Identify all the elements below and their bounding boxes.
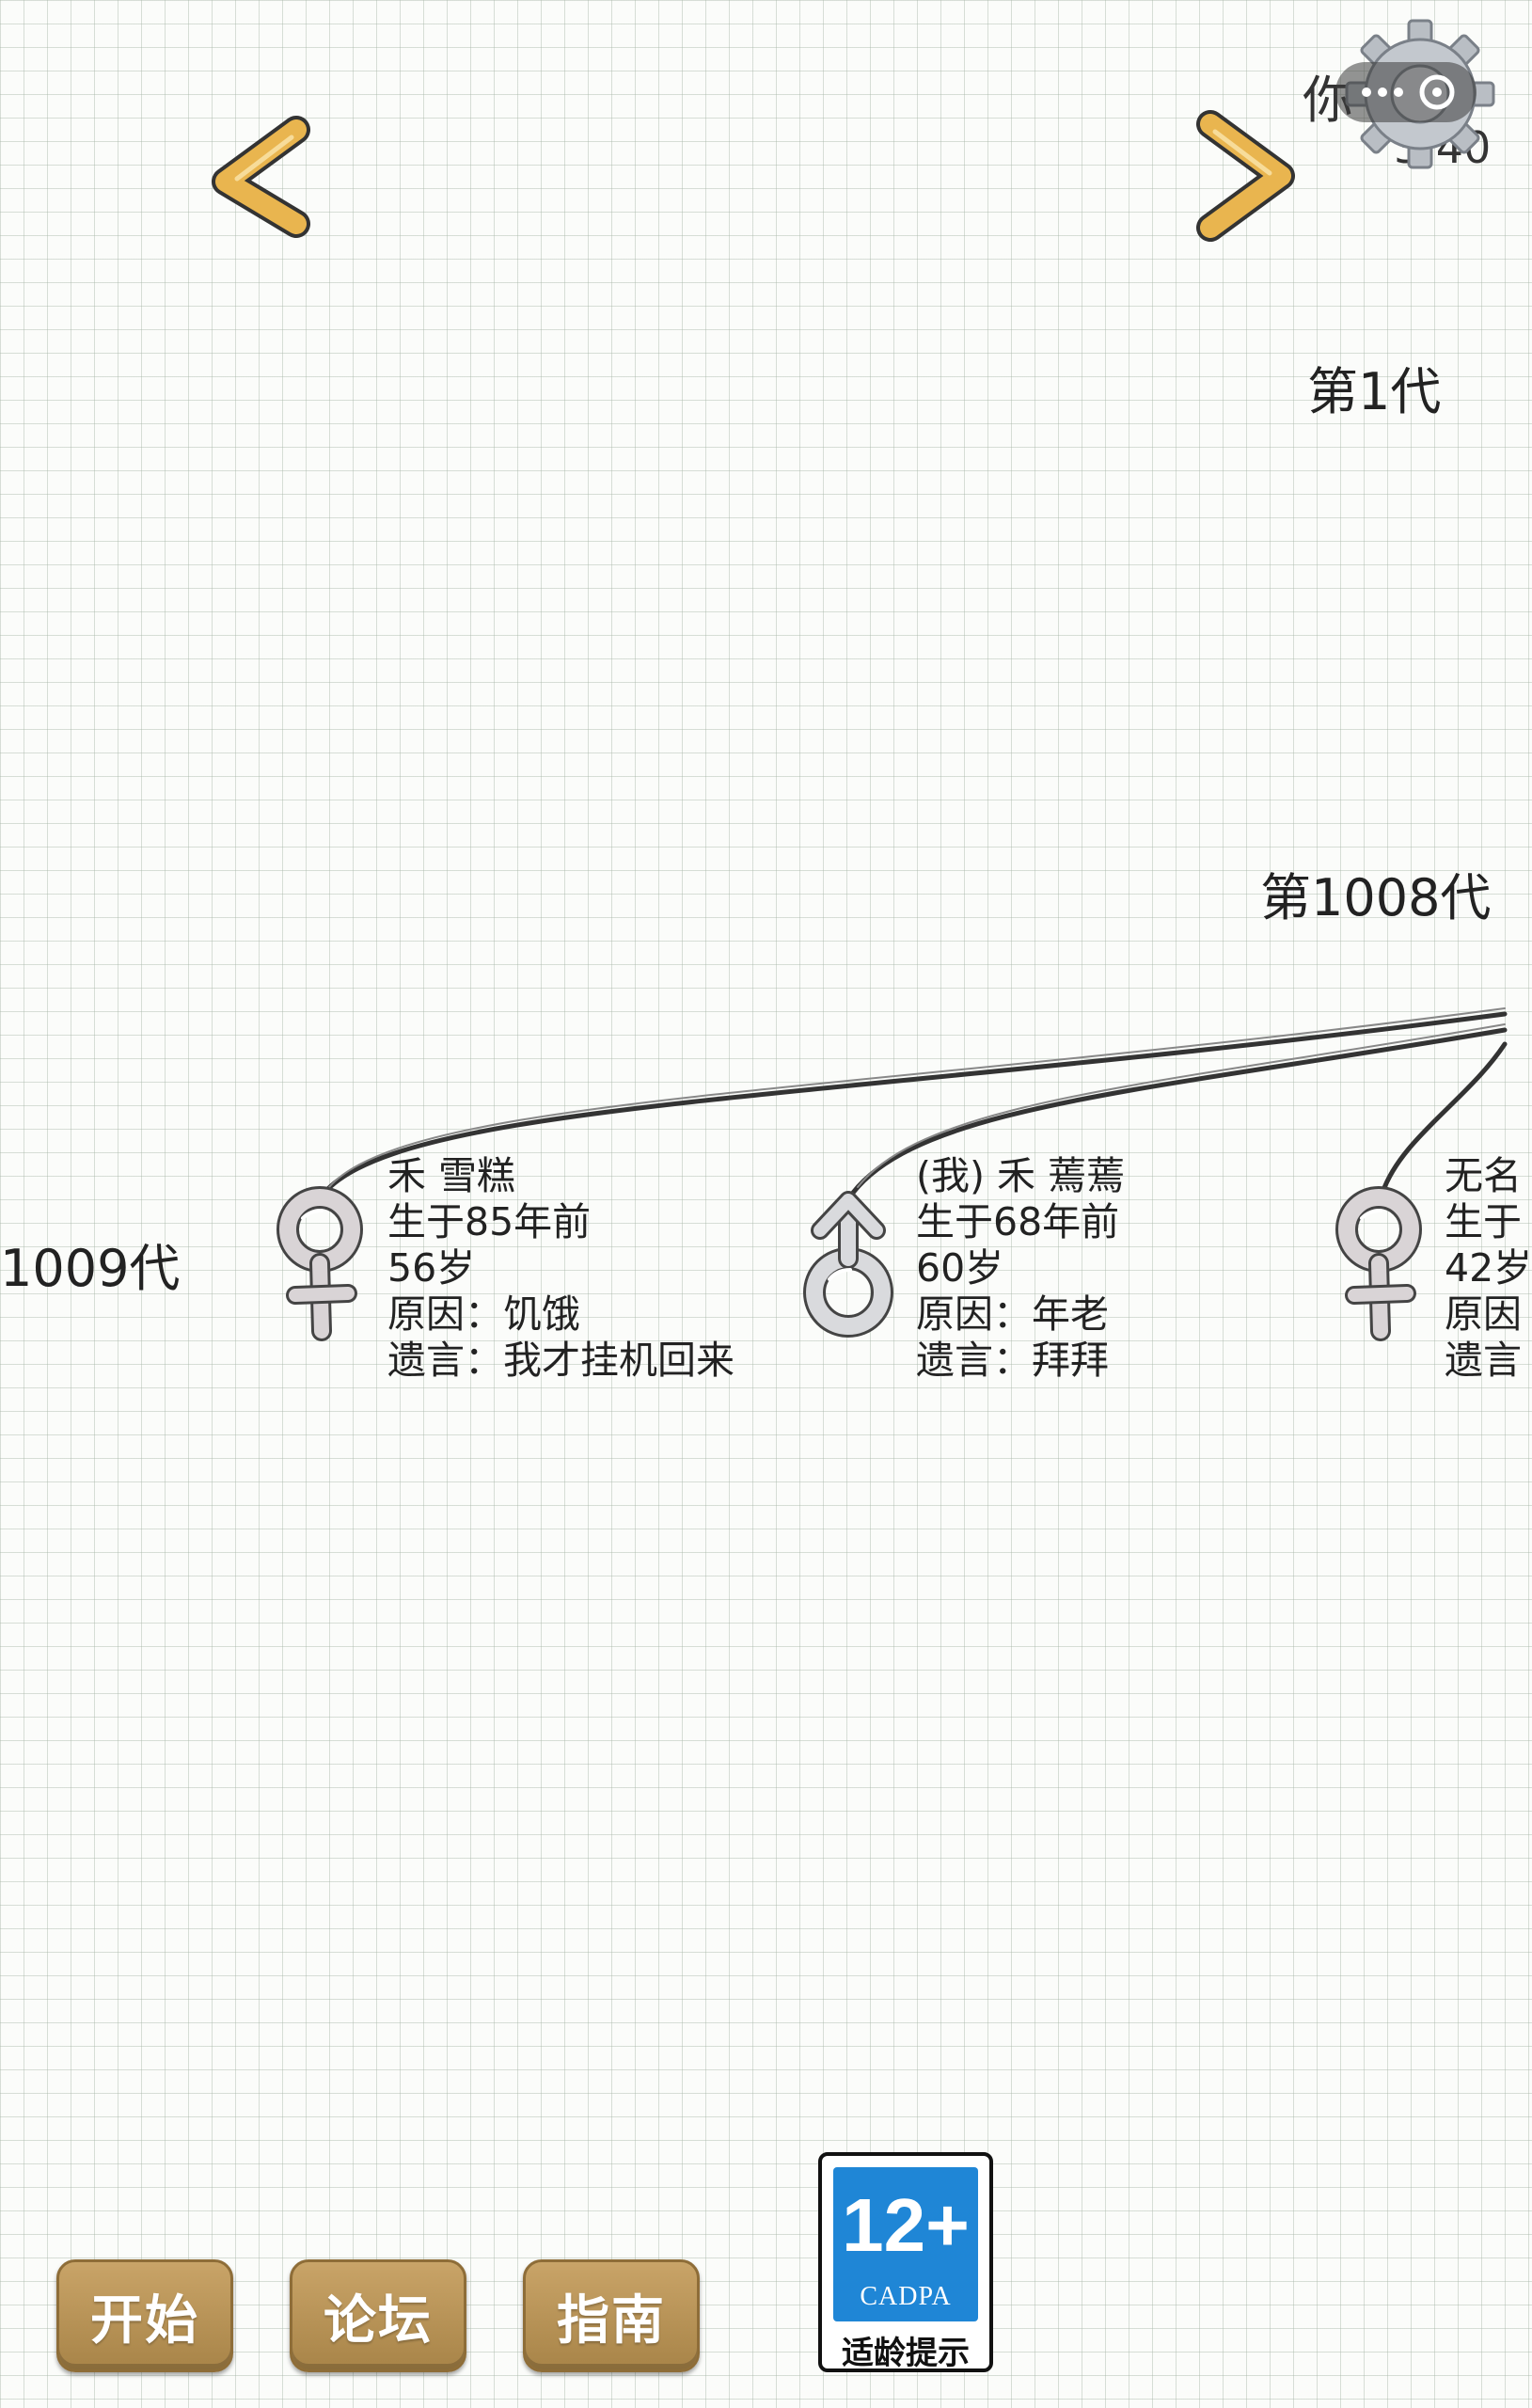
person-age: 42岁: [1445, 1245, 1532, 1291]
person-name: 无名: [1445, 1153, 1522, 1198]
person-death-cause: 原因: [1445, 1291, 1522, 1337]
settings-gear-icon[interactable]: [1315, 17, 1505, 169]
person-death-cause: 原因：年老: [916, 1291, 1109, 1337]
female-icon[interactable]: [275, 1186, 369, 1350]
person-last-words: 遗言：拜拜: [916, 1338, 1109, 1383]
female-icon[interactable]: [1334, 1186, 1428, 1350]
person-born: 生于68年前: [916, 1199, 1120, 1244]
age-rating-number: 12+: [842, 2183, 970, 2267]
person-age: 56岁: [387, 1245, 476, 1291]
forum-button[interactable]: 论坛: [290, 2259, 466, 2372]
person-born: 生于85年前: [387, 1199, 592, 1244]
generation-label-first: 第1代: [1307, 362, 1442, 421]
age-rating-org: CADPA: [860, 2282, 952, 2311]
start-button[interactable]: 开始: [56, 2259, 233, 2372]
male-icon[interactable]: [801, 1187, 905, 1347]
person-card-2: 无名 生于 42岁 原因 遗言: [1445, 1153, 1532, 1384]
person-death-cause: 原因：饥饿: [387, 1291, 580, 1337]
family-tree-lines: [322, 1007, 1508, 1196]
person-last-words: 遗言: [1445, 1338, 1522, 1383]
person-born: 生于: [1445, 1199, 1522, 1244]
person-name: 禾 雪糕: [387, 1153, 516, 1198]
age-rating-badge[interactable]: 12+ CADPA 适龄提示: [818, 2152, 993, 2372]
person-name: (我) 禾 蔫蔫: [916, 1153, 1126, 1198]
generation-label-parent: 第1008代: [1260, 868, 1492, 927]
next-arrow-icon[interactable]: [1187, 105, 1300, 246]
generation-label-current: 1009代: [0, 1239, 181, 1298]
age-rating-caption: 适龄提示: [842, 2335, 970, 2372]
guide-button[interactable]: 指南: [523, 2259, 700, 2372]
person-age: 60岁: [916, 1245, 1004, 1291]
person-card-0: 禾 雪糕 生于85年前 56岁 原因：饥饿 遗言：我才挂机回来: [387, 1153, 734, 1384]
previous-arrow-icon[interactable]: [207, 111, 320, 243]
age-rating-panel: 12+ CADPA: [833, 2167, 978, 2321]
person-card-1: (我) 禾 蔫蔫 生于68年前 60岁 原因：年老 遗言：拜拜: [916, 1153, 1125, 1384]
person-last-words: 遗言：我才挂机回来: [387, 1338, 734, 1383]
